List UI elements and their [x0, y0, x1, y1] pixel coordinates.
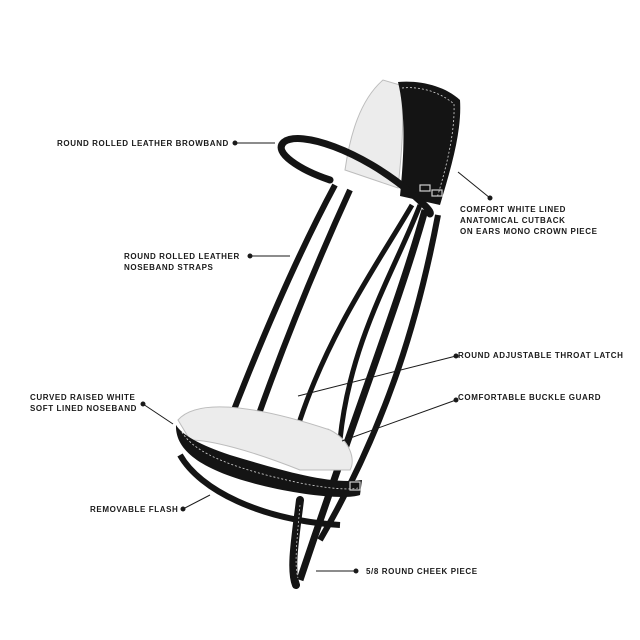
crown-piece-leather — [398, 81, 461, 205]
browband-strap — [277, 135, 434, 218]
callout-noseband-straps: ROUND ROLLED LEATHER NOSEBAND STRAPS — [124, 252, 240, 272]
callout-cheek-piece: 5/8 ROUND CHEEK PIECE — [366, 567, 478, 576]
callout-leaders — [140, 140, 493, 574]
buckle-noseband — [349, 481, 361, 491]
crown-piece-lining — [344, 79, 404, 189]
noseband-lining — [177, 406, 353, 471]
buckle-crown-1 — [419, 184, 431, 192]
noseband-strap-left-2 — [252, 188, 353, 426]
throat-latch-strap-2 — [337, 204, 423, 441]
callout-noseband: CURVED RAISED WHITE SOFT LINED NOSEBAND — [30, 393, 137, 413]
crown-piece-stitching — [401, 87, 455, 199]
callout-browband: ROUND ROLLED LEATHER BROWBAND — [57, 139, 229, 148]
flash-strap — [177, 453, 341, 528]
callout-crown-piece: COMFORT WHITE LINED ANATOMICAL CUTBACK O… — [460, 205, 598, 236]
callout-flash: REMOVABLE FLASH — [90, 505, 179, 514]
cheek-piece-stitching — [295, 504, 301, 579]
noseband-strap-left — [227, 183, 338, 422]
callout-throat-latch: ROUND ADJUSTABLE THROAT LATCH — [458, 351, 624, 360]
cheek-piece-end — [289, 496, 304, 589]
noseband-leather — [175, 425, 362, 497]
noseband-stitching — [181, 431, 359, 490]
buckle-crown-2 — [431, 189, 443, 197]
callout-buckle-guard: COMFORTABLE BUCKLE GUARD — [458, 393, 602, 402]
cheek-strap-right — [296, 209, 429, 582]
